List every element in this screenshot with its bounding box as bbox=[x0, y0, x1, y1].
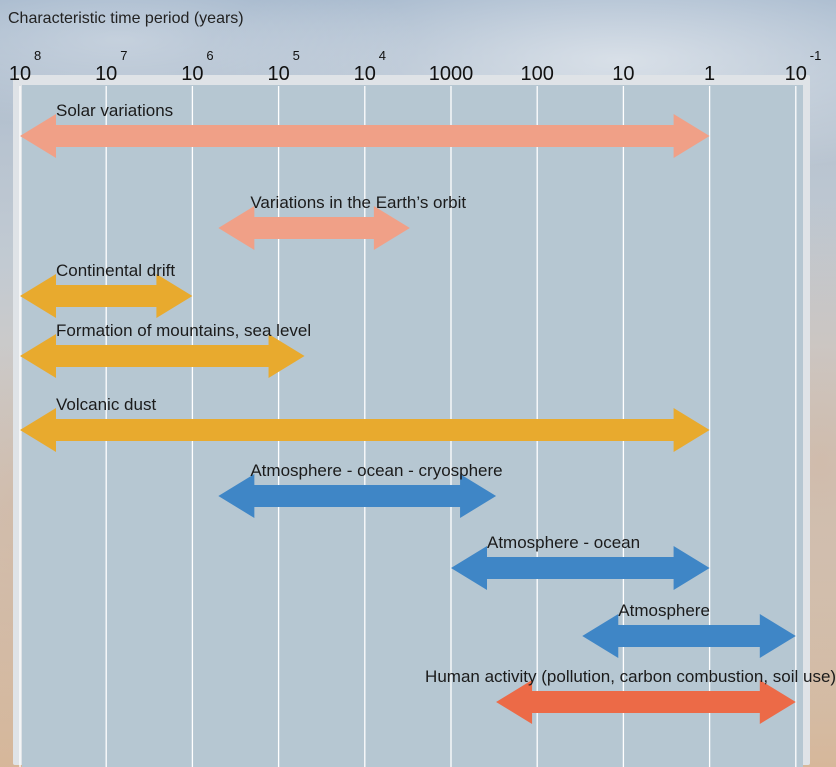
range-arrow bbox=[20, 274, 193, 318]
x-tick-exponent: 8 bbox=[34, 48, 41, 63]
x-tick-label: 10 bbox=[181, 63, 203, 85]
chart-title: Characteristic time period (years) bbox=[8, 10, 244, 27]
x-tick-label: 10 bbox=[9, 63, 31, 85]
x-tick-exponent: -1 bbox=[810, 48, 822, 63]
x-tick-label: 10 bbox=[267, 63, 289, 85]
range-arrow bbox=[20, 408, 710, 452]
x-tick-label: 10 bbox=[95, 63, 117, 85]
range-arrow bbox=[20, 334, 305, 378]
x-tick-label: 1000 bbox=[429, 63, 474, 85]
range-arrow bbox=[582, 614, 796, 658]
x-tick-exponent: 6 bbox=[206, 48, 213, 63]
range-label: Atmosphere - ocean - cryosphere bbox=[250, 461, 502, 480]
range-label: Solar variations bbox=[56, 101, 173, 120]
range-arrow bbox=[218, 474, 497, 518]
x-tick-exponent: 7 bbox=[120, 48, 127, 63]
x-tick-label: 100 bbox=[521, 63, 554, 85]
range-arrow bbox=[451, 546, 710, 590]
range-label: Human activity (pollution, carbon combus… bbox=[425, 667, 836, 686]
x-tick-label: 10 bbox=[354, 63, 376, 85]
range-arrow bbox=[496, 680, 796, 724]
x-tick-label: 1 bbox=[704, 63, 715, 85]
x-tick-label: 10 bbox=[612, 63, 634, 85]
x-tick-exponent: 5 bbox=[293, 48, 300, 63]
range-label: Continental drift bbox=[56, 261, 175, 280]
range-label: Volcanic dust bbox=[56, 395, 156, 414]
range-arrow bbox=[20, 114, 710, 158]
range-label: Variations in the Earth’s orbit bbox=[250, 193, 466, 212]
range-label: Formation of mountains, sea level bbox=[56, 321, 311, 340]
range-arrow bbox=[218, 206, 410, 250]
x-tick-label: 10 bbox=[785, 63, 807, 85]
range-label: Atmosphere - ocean bbox=[487, 533, 640, 552]
x-tick-exponent: 4 bbox=[379, 48, 386, 63]
range-label: Atmosphere bbox=[618, 601, 710, 620]
